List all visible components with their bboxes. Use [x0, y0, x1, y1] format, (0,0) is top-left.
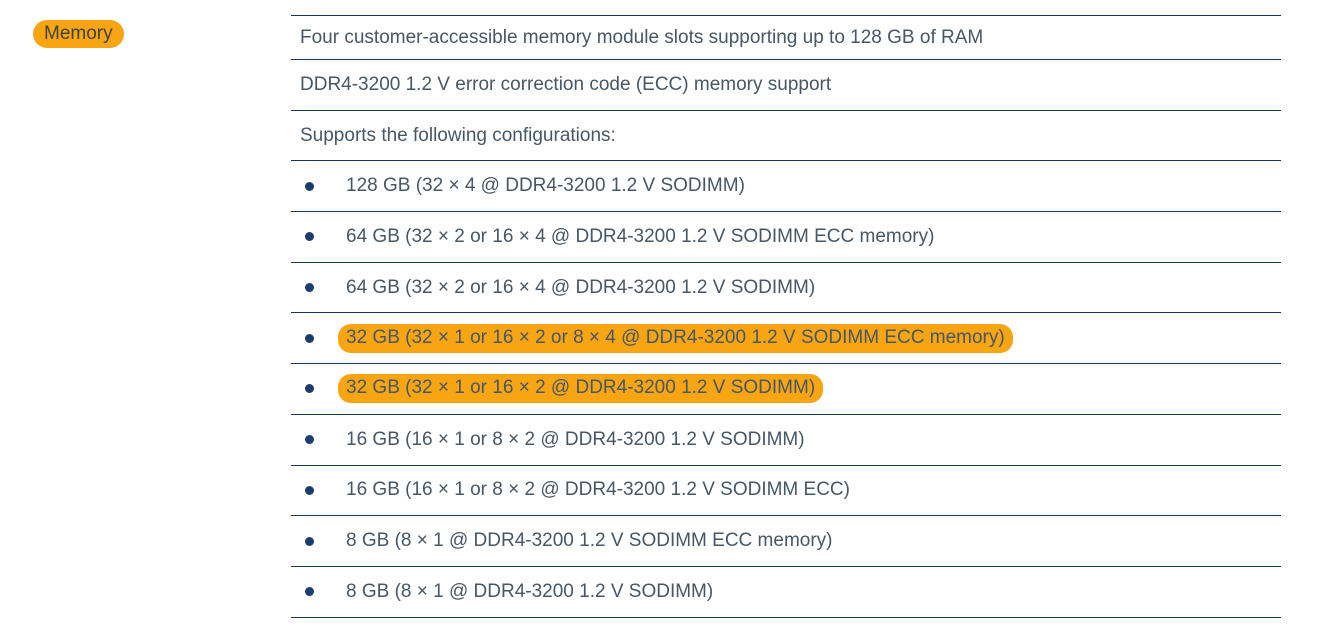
spec-detail-text: 8 GB (8 × 1 @ DDR4-3200 1.2 V SODIMM ECC… [346, 530, 833, 552]
spec-detail-row: 128 GB (32 × 4 @ DDR4-3200 1.2 V SODIMM) [291, 161, 1281, 213]
spec-detail-text: 16 GB (16 × 1 or 8 × 2 @ DDR4-3200 1.2 V… [346, 479, 850, 501]
spec-detail-text: 16 GB (16 × 1 or 8 × 2 @ DDR4-3200 1.2 V… [346, 428, 805, 450]
spec-detail-text: 32 GB (32 × 1 or 16 × 2 or 8 × 4 @ DDR4-… [338, 323, 1013, 353]
bullet-icon [305, 485, 314, 495]
spec-detail-row: 16 GB (16 × 1 or 8 × 2 @ DDR4-3200 1.2 V… [291, 415, 1281, 466]
memory-label-highlighted: Memory [33, 20, 124, 48]
bullet-icon [305, 181, 314, 191]
spec-details: Four customer-accessible memory module s… [291, 15, 1281, 618]
spec-detail-row: 32 GB (32 × 1 or 16 × 2 @ DDR4-3200 1.2 … [291, 364, 1281, 415]
spec-detail-text: DDR4-3200 1.2 V error correction code (E… [300, 73, 832, 95]
spec-detail-row: 16 GB (16 × 1 or 8 × 2 @ DDR4-3200 1.2 V… [291, 466, 1281, 517]
spec-detail-text: 64 GB (32 × 2 or 16 × 4 @ DDR4-3200 1.2 … [346, 276, 816, 298]
spec-detail-row: 32 GB (32 × 1 or 16 × 2 or 8 × 4 @ DDR4-… [291, 313, 1281, 365]
spec-detail-row: 64 GB (32 × 2 or 16 × 4 @ DDR4-3200 1.2 … [291, 263, 1281, 314]
bullet-icon [305, 283, 314, 293]
spec-detail-text: Four customer-accessible memory module s… [300, 26, 984, 48]
spec-detail-row: Supports the following configurations: [291, 111, 1281, 162]
spec-detail-row: DDR4-3200 1.2 V error correction code (E… [291, 60, 1281, 111]
spec-detail-text: 8 GB (8 × 1 @ DDR4-3200 1.2 V SODIMM) [346, 580, 714, 602]
bullet-icon [305, 333, 314, 343]
bullet-icon [305, 384, 314, 394]
spec-detail-row: Four customer-accessible memory module s… [291, 16, 1281, 60]
bullet-icon [305, 435, 314, 445]
spec-detail-text: 32 GB (32 × 1 or 16 × 2 @ DDR4-3200 1.2 … [338, 374, 824, 404]
spec-detail-text: 64 GB (32 × 2 or 16 × 4 @ DDR4-3200 1.2 … [346, 225, 935, 247]
spec-detail-row: 8 GB (8 × 1 @ DDR4-3200 1.2 V SODIMM ECC… [291, 516, 1281, 567]
spec-label-cell: Memory [33, 15, 291, 48]
spec-detail-row: 8 GB (8 × 1 @ DDR4-3200 1.2 V SODIMM) [291, 567, 1281, 618]
spec-detail-row: 64 GB (32 × 2 or 16 × 4 @ DDR4-3200 1.2 … [291, 212, 1281, 263]
bullet-icon [305, 536, 314, 546]
spec-detail-text: Supports the following configurations: [300, 124, 616, 146]
bullet-icon [305, 587, 314, 597]
memory-spec-table: Memory Four customer-accessible memory m… [33, 15, 1281, 618]
spec-detail-text: 128 GB (32 × 4 @ DDR4-3200 1.2 V SODIMM) [346, 175, 745, 197]
bullet-icon [305, 232, 314, 242]
